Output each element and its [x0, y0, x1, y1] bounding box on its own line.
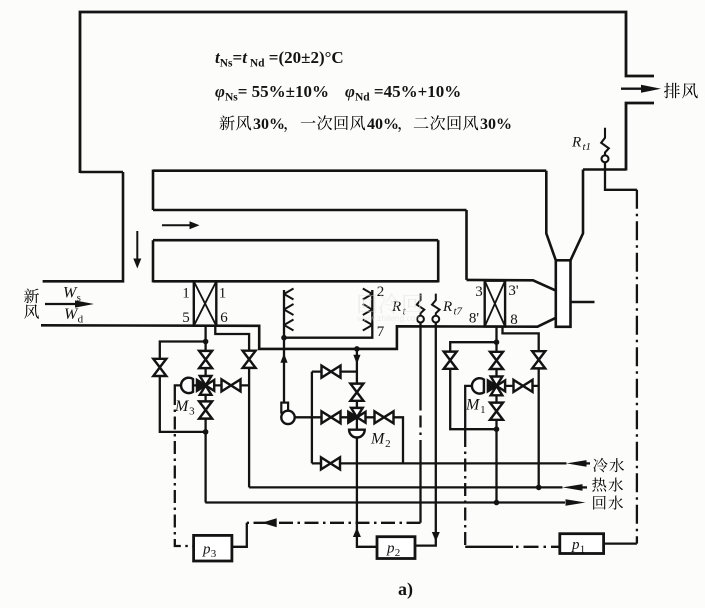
svg-text:5: 5	[182, 310, 190, 326]
svg-text:8: 8	[510, 312, 518, 328]
svg-text:7: 7	[377, 324, 385, 340]
svg-text:p: p	[571, 537, 580, 553]
svg-text:t1: t1	[583, 141, 592, 153]
svg-text:1: 1	[182, 286, 190, 302]
svg-text:d: d	[78, 314, 84, 326]
svg-text:p: p	[202, 542, 211, 558]
svg-text:1: 1	[480, 404, 486, 416]
svg-text:M: M	[370, 431, 386, 448]
svg-text:W: W	[64, 306, 79, 323]
svg-text:3: 3	[475, 284, 483, 300]
svg-text:3': 3'	[508, 283, 519, 299]
svg-text:p: p	[386, 541, 395, 557]
svg-text:8': 8'	[469, 311, 480, 327]
svg-text:2: 2	[385, 438, 391, 450]
svg-text:W: W	[63, 285, 78, 302]
svg-text:30%: 30%	[253, 116, 285, 133]
svg-text:M: M	[174, 398, 190, 415]
svg-text:1: 1	[219, 286, 227, 302]
svg-text:2: 2	[395, 547, 401, 559]
svg-text:6: 6	[220, 310, 228, 326]
svg-text:M: M	[465, 397, 481, 414]
svg-text:2: 2	[377, 284, 385, 300]
svg-text:s: s	[77, 292, 81, 304]
svg-text:3: 3	[189, 406, 195, 418]
svg-text:t7: t7	[454, 306, 463, 318]
svg-text:40%: 40%	[367, 116, 399, 133]
svg-text:30%: 30%	[480, 116, 512, 133]
svg-text:3: 3	[211, 548, 217, 560]
svg-text:φNd =45%+10%: φNd =45%+10%	[345, 82, 461, 104]
svg-text:R: R	[442, 299, 452, 315]
svg-text:www.zhileng.com: www.zhileng.com	[356, 313, 423, 323]
svg-text:tNs=t Nd =(20±2)°C: tNs=t Nd =(20±2)°C	[215, 48, 344, 70]
svg-text:a): a)	[398, 579, 413, 600]
svg-text:1: 1	[580, 544, 586, 556]
svg-text:R: R	[571, 135, 581, 151]
svg-text:φNs= 55%±10%: φNs= 55%±10%	[215, 82, 329, 104]
svg-text:R: R	[391, 299, 401, 315]
